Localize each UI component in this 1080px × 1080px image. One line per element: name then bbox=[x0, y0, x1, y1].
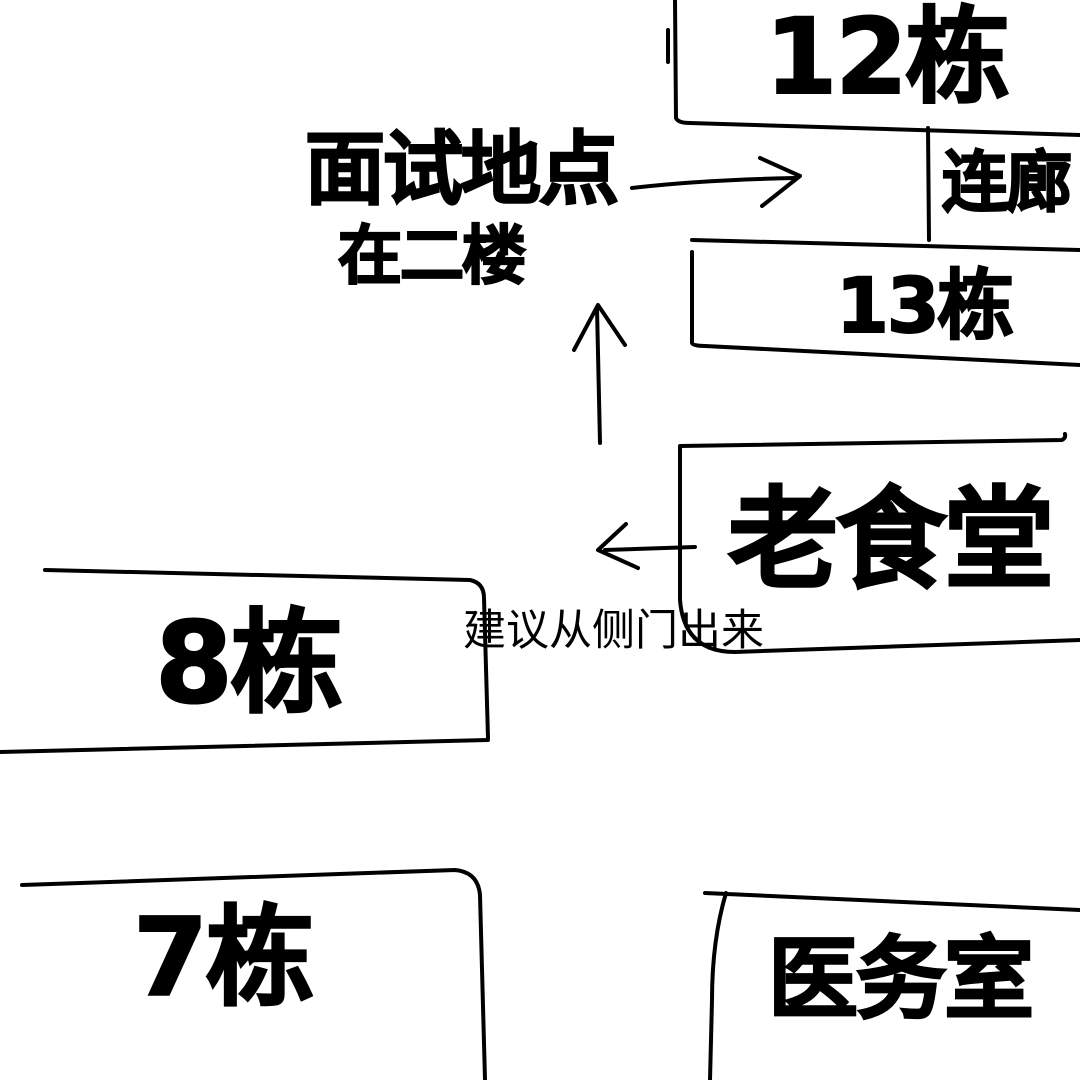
interview-floor-label: 在二楼 bbox=[337, 220, 527, 294]
building-7-outline bbox=[20, 868, 487, 1080]
corridor-divider bbox=[926, 126, 931, 242]
corridor-label: 连廊 bbox=[941, 144, 1073, 221]
building-13-outline bbox=[690, 238, 1080, 367]
clinic-label: 医务室 bbox=[767, 927, 1035, 1032]
arrow-up-icon bbox=[572, 303, 627, 445]
clinic-outline bbox=[703, 891, 1080, 1080]
building-8-label: 8栋 bbox=[154, 599, 344, 729]
building-13-label: 13栋 bbox=[835, 261, 1015, 350]
arrow-right-icon bbox=[630, 156, 802, 208]
interview-location-title: 面试地点 bbox=[304, 123, 620, 216]
old-canteen-outline bbox=[678, 432, 1080, 654]
building-12-outline bbox=[673, 0, 1080, 137]
building-12-label: 12栋 bbox=[764, 0, 1011, 118]
old-canteen-label: 老食堂 bbox=[727, 476, 1055, 604]
building-8-outline bbox=[0, 568, 490, 754]
building-7-label: 7栋 bbox=[132, 896, 315, 1021]
arrow-left-icon bbox=[596, 522, 697, 570]
side-door-hint: 建议从侧门出来 bbox=[463, 606, 764, 656]
